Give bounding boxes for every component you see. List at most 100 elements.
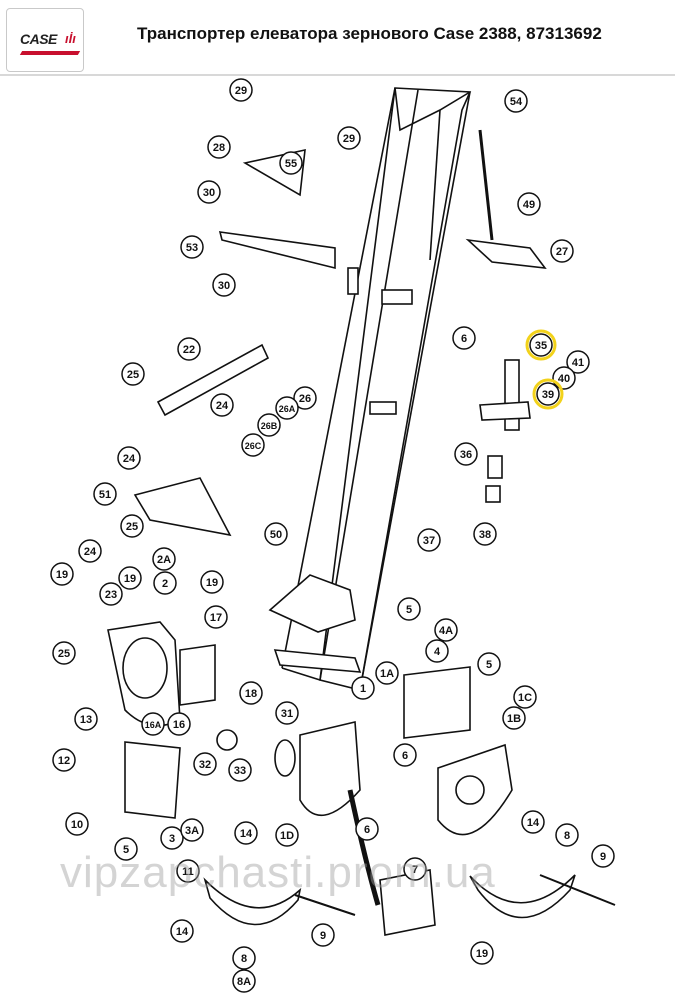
callout-number: 24 [84, 546, 97, 558]
callout-18: 18 [239, 681, 263, 705]
callout-number: 2A [157, 554, 171, 566]
callout-circle [536, 382, 560, 406]
callout-number: 31 [281, 708, 293, 720]
callout-circle [502, 706, 526, 730]
callout-22: 22 [177, 337, 201, 361]
callout-circle [470, 941, 494, 965]
callout-number: 41 [572, 357, 584, 369]
callout-circle [120, 514, 144, 538]
callout-number: 38 [479, 529, 491, 541]
callout-6: 6 [452, 326, 476, 350]
callout-circle [197, 180, 221, 204]
callout-number: 6 [364, 824, 370, 836]
highlight-ring [532, 378, 564, 410]
callout-circle [160, 826, 184, 850]
callout-24: 24 [78, 539, 102, 563]
callout-19: 19 [200, 570, 224, 594]
callout-circle [521, 810, 545, 834]
callout-28: 28 [207, 135, 231, 159]
callout-circle [264, 522, 288, 546]
callout-33: 33 [228, 758, 252, 782]
callout-32: 32 [193, 752, 217, 776]
callout-circle [180, 818, 204, 842]
callout-circle [375, 661, 399, 685]
callout-5: 5 [477, 652, 501, 676]
callout-number: 9 [320, 930, 326, 942]
callout-number: 50 [270, 529, 282, 541]
logo-text: CASE [20, 31, 57, 47]
callout-number: 8A [237, 976, 251, 988]
parts-diagram: 292830552953305449276354140392225242626A… [50, 78, 616, 993]
callout-circle [591, 844, 615, 868]
callout-circle [74, 707, 98, 731]
callout-circle [170, 919, 194, 943]
callout-circle [99, 582, 123, 606]
callout-number: 5 [406, 604, 412, 616]
callout-circle [241, 433, 265, 457]
callout-6: 6 [393, 743, 417, 767]
callout-circle [393, 743, 417, 767]
callout-number: 26B [261, 421, 278, 431]
callout-number: 9 [600, 851, 606, 863]
callout-1: 1 [351, 676, 375, 700]
callout-37: 37 [417, 528, 441, 552]
callout-circle [177, 337, 201, 361]
callout-number: 1B [507, 713, 521, 725]
callout-25: 25 [121, 362, 145, 386]
callout-number: 30 [218, 280, 230, 292]
callout-circle [504, 89, 528, 113]
callout-circle [193, 752, 217, 776]
callout-number: 35 [535, 340, 547, 352]
callout-number: 33 [234, 765, 246, 777]
callout-number: 2 [162, 578, 168, 590]
callout-number: 8 [241, 953, 247, 965]
callout-26C: 26C [241, 433, 265, 457]
callout-16A: 16A [141, 712, 165, 736]
callout-number: 13 [80, 714, 92, 726]
callout-circle [529, 333, 553, 357]
callout-circle [114, 837, 138, 861]
callout-25: 25 [52, 641, 76, 665]
callout-10: 10 [65, 812, 89, 836]
callout-number: 25 [126, 521, 138, 533]
callout-number: 51 [99, 489, 111, 501]
callout-number: 54 [510, 96, 523, 108]
callout-circle [351, 676, 375, 700]
callout-number: 27 [556, 246, 568, 258]
callout-circle [234, 821, 258, 845]
callout-3: 3 [160, 826, 184, 850]
callout-circle [513, 685, 537, 709]
callout-24: 24 [117, 446, 141, 470]
callout-55: 55 [279, 151, 303, 175]
callout-9: 9 [311, 923, 335, 947]
callout-circle [550, 239, 574, 263]
callout-circle [425, 639, 449, 663]
callout-circle [117, 446, 141, 470]
callout-19: 19 [470, 941, 494, 965]
callout-circle [311, 923, 335, 947]
callout-24: 24 [210, 393, 234, 417]
callout-14: 14 [521, 810, 545, 834]
callout-circle [337, 126, 361, 150]
callout-39: 39 [532, 378, 564, 410]
callout-49: 49 [517, 192, 541, 216]
watermark: vipzapchasti.prom.ua [60, 848, 496, 897]
callout-circle [204, 605, 228, 629]
callout-30: 30 [212, 273, 236, 297]
callout-1C: 1C [513, 685, 537, 709]
callout-number: 24 [216, 400, 229, 412]
callout-circle [473, 522, 497, 546]
callout-30: 30 [197, 180, 221, 204]
callout-number: 8 [564, 830, 570, 842]
callout-number: 7 [412, 864, 418, 876]
callout-number: 26A [279, 404, 296, 414]
callout-31: 31 [275, 701, 299, 725]
callout-number: 22 [183, 344, 195, 356]
callout-number: 24 [123, 453, 136, 465]
callout-number: 1A [380, 668, 394, 680]
callout-number: 30 [203, 187, 215, 199]
callout-circle [275, 701, 299, 725]
callout-number: 25 [58, 648, 70, 660]
callout-8A: 8A [232, 969, 256, 993]
callout-number: 18 [245, 688, 257, 700]
